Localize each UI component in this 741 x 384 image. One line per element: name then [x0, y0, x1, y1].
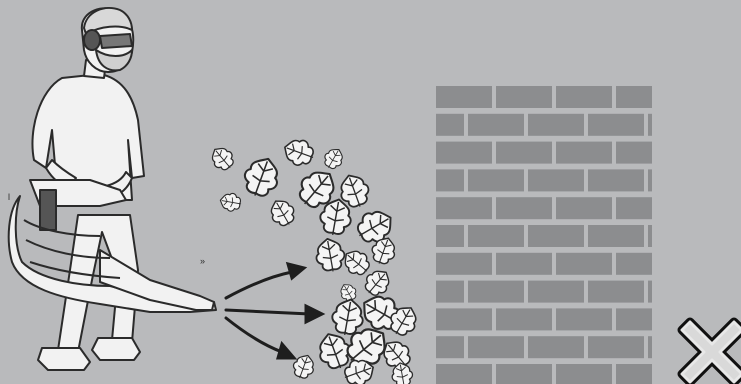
brick	[556, 197, 612, 219]
brick	[468, 281, 524, 303]
brick	[648, 281, 652, 303]
arrow-down-head	[278, 344, 294, 358]
leaf	[330, 297, 366, 338]
leaf	[280, 135, 317, 169]
brick	[468, 225, 524, 247]
prohibited-x-icon	[682, 322, 741, 382]
brick	[496, 142, 552, 164]
brick	[528, 225, 584, 247]
brick	[588, 169, 644, 191]
brick	[436, 197, 492, 219]
arrow-up-head	[288, 264, 304, 278]
brick	[436, 86, 492, 108]
brick	[436, 308, 492, 330]
stray-mark: »	[200, 256, 205, 266]
safety-goggles	[100, 34, 132, 48]
brick	[436, 336, 464, 358]
brick	[648, 114, 652, 136]
left-shoe	[38, 348, 90, 370]
brick	[616, 364, 652, 384]
brick	[496, 253, 552, 275]
arrow-middle	[226, 310, 310, 314]
brick	[648, 336, 652, 358]
arrow-up	[226, 272, 292, 298]
brick	[436, 253, 492, 275]
leaf	[219, 191, 243, 212]
brick-wall	[436, 86, 652, 384]
brick	[616, 142, 652, 164]
brick	[648, 169, 652, 191]
arrow-down	[226, 318, 282, 352]
brick	[616, 308, 652, 330]
brick	[436, 169, 464, 191]
motor-vent	[40, 190, 56, 230]
leaves-cluster	[207, 135, 422, 384]
brick	[436, 364, 492, 384]
brick	[468, 169, 524, 191]
brick	[528, 336, 584, 358]
brick	[496, 364, 552, 384]
ear-protection-icon	[84, 30, 100, 50]
airflow-arrows	[226, 264, 322, 358]
brick	[588, 281, 644, 303]
brick	[468, 114, 524, 136]
leaf	[313, 236, 346, 273]
brick	[616, 86, 652, 108]
leaf	[266, 195, 299, 230]
brick	[436, 281, 464, 303]
brick	[496, 308, 552, 330]
brick	[556, 142, 612, 164]
brick	[616, 197, 652, 219]
brick	[588, 336, 644, 358]
right-shoe	[92, 338, 140, 360]
brick	[436, 114, 464, 136]
brick	[556, 308, 612, 330]
brick	[556, 86, 612, 108]
brick	[616, 253, 652, 275]
brick	[468, 336, 524, 358]
leaf	[321, 145, 347, 172]
brick	[588, 225, 644, 247]
brick	[496, 86, 552, 108]
brick	[648, 225, 652, 247]
stray-mark: l	[8, 192, 10, 202]
brick	[436, 225, 464, 247]
arrow-middle-head	[306, 306, 322, 322]
leaf	[207, 143, 238, 175]
brick	[556, 364, 612, 384]
brick	[588, 114, 644, 136]
brick	[528, 114, 584, 136]
brick	[528, 169, 584, 191]
brick	[496, 197, 552, 219]
brick	[436, 142, 492, 164]
brick	[556, 253, 612, 275]
brick	[528, 281, 584, 303]
leaf	[239, 153, 284, 201]
